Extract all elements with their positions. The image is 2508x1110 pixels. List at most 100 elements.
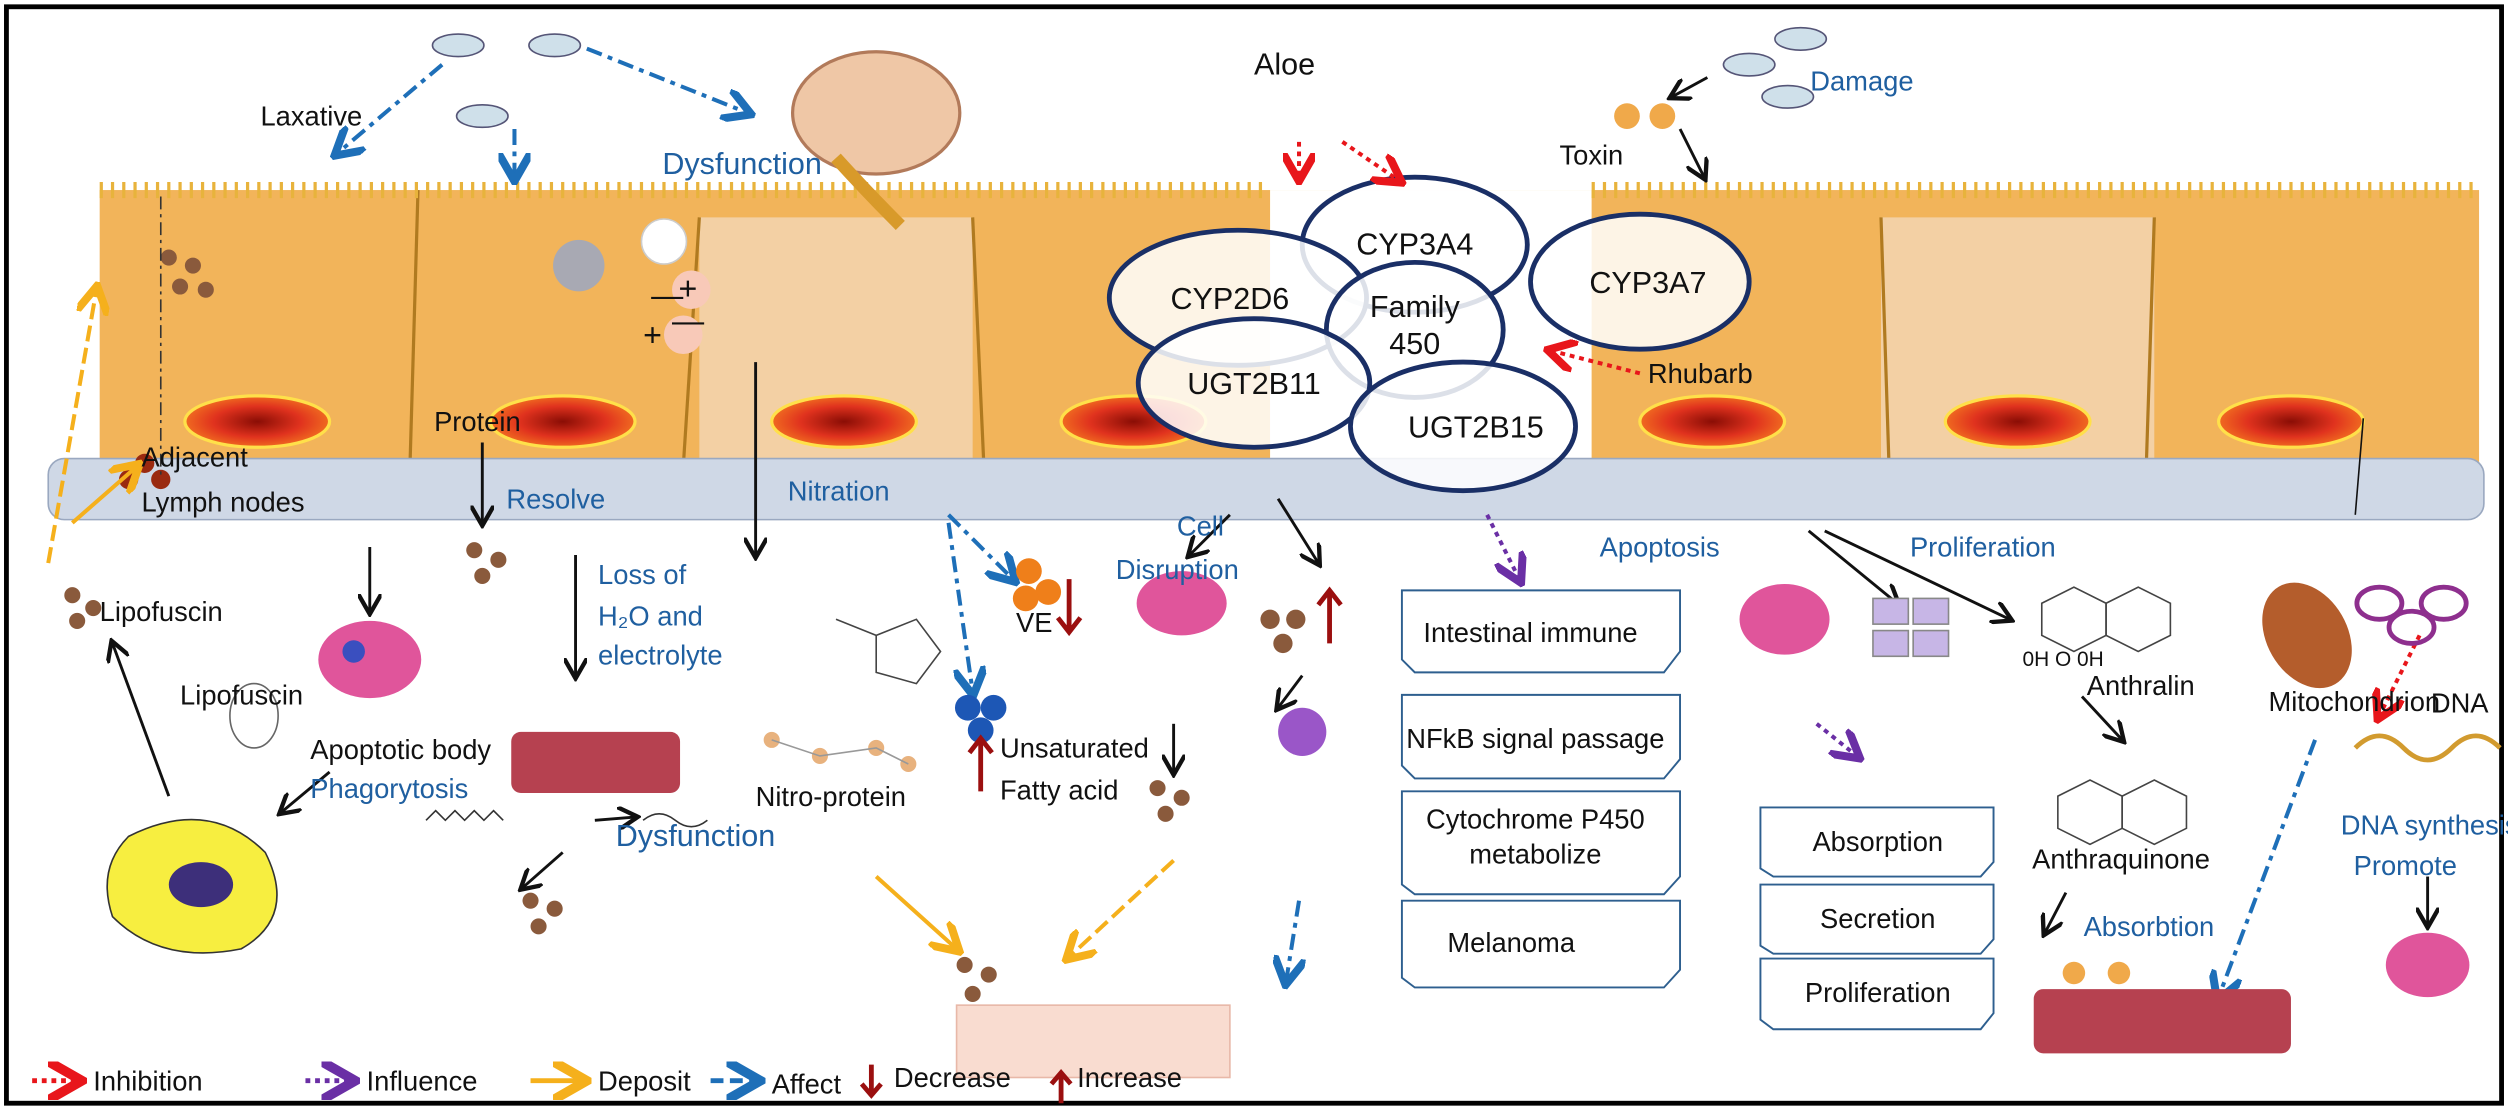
- label-protein: Protein: [434, 406, 521, 437]
- vitamin-e-icon: [1012, 558, 1062, 612]
- effect-box-label: metabolize: [1469, 839, 1601, 870]
- toxin-icon: [2062, 961, 2131, 985]
- legend-inhibition: Inhibition: [93, 1065, 202, 1096]
- label-cell: Cell: [1177, 511, 1224, 542]
- label-rhubarb: Rhubarb: [1648, 358, 1753, 389]
- label-h2o: H₂O and: [598, 601, 703, 632]
- pathway-arrows: [46, 46, 2427, 998]
- enzyme-label: CYP2D6: [1170, 282, 1289, 316]
- effect-box-label: Cytochrome P450: [1426, 803, 1645, 834]
- nucleus: [488, 394, 637, 449]
- diagram-labels: Laxative Dysfunction Aloe Toxin Damage R…: [100, 47, 2508, 942]
- label-apoptosis: Apoptosis: [1600, 532, 1720, 563]
- label-electrolyte: electrolyte: [598, 639, 723, 670]
- enzyme-label: UGT2B15: [1408, 411, 1544, 445]
- apoptotic-cell-icon: [318, 620, 422, 699]
- increase-arrow-icon: [1316, 586, 1343, 644]
- anthralin-structure-icon: [2040, 586, 2172, 653]
- dna-helix-icon: [2353, 733, 2502, 763]
- anthraquinone-structure-icon: [2057, 779, 2188, 846]
- label-loss-of: Loss of: [598, 559, 687, 590]
- label-unsaturated: Unsaturated: [1000, 733, 1149, 764]
- ugt2b15-node: [1348, 359, 1578, 494]
- legend-decrease: Decrease: [894, 1062, 1011, 1093]
- label-mitochondrion: Mitochondrion: [2268, 686, 2440, 717]
- label-damage: Damage: [1810, 65, 1913, 96]
- effect-box-list: Intestinal immune NFkB signal passage Cy…: [1400, 589, 1682, 989]
- label-resolve: Resolve: [506, 483, 605, 514]
- enzyme-label: Family: [1370, 290, 1461, 324]
- label-lipofuscin: Lipofuscin: [100, 596, 223, 627]
- label-anthraquinone: Anthraquinone: [2032, 844, 2210, 875]
- immune-cell-icon: [1278, 707, 1327, 756]
- charge-icon: [663, 315, 703, 355]
- nucleus: [1943, 394, 2092, 449]
- charge-plus: +: [678, 270, 697, 306]
- label-proliferation: Proliferation: [1910, 532, 2056, 563]
- function-box-label: Secretion: [1820, 903, 1935, 934]
- effect-box-label: Intestinal immune: [1423, 617, 1637, 648]
- brain-icon: [790, 50, 962, 230]
- function-box-list: Absorption Secretion Proliferation: [1759, 806, 1995, 1031]
- charge-minus: —: [651, 277, 684, 313]
- figure-frame: [4, 4, 2504, 1106]
- label-ve: VE: [1016, 607, 1052, 638]
- lipofuscin-granule-icons: [64, 249, 1306, 1002]
- enzyme-label: UGT2B11: [1187, 367, 1320, 401]
- label-fatty-acid: Fatty acid: [1000, 774, 1118, 805]
- charge-plus: +: [643, 317, 662, 353]
- macrophage-icon: [106, 818, 278, 954]
- mucosa-tissue-icon: [955, 1004, 1231, 1079]
- legend-increase: Increase: [1077, 1062, 1182, 1093]
- decrease-arrow-icon: [859, 1064, 883, 1099]
- ion-particle-icon: [553, 239, 605, 292]
- label-nitro-protein: Nitro-protein: [756, 781, 906, 812]
- label-promote: Promote: [2354, 850, 2457, 881]
- nucleus: [1638, 394, 1787, 449]
- drug-pill-icons: [431, 26, 1828, 129]
- label-dysfunction: Dysfunction: [662, 147, 822, 181]
- label-dysfunction: Dysfunction: [616, 819, 776, 853]
- label-lymph-nodes: Lymph nodes: [141, 487, 304, 518]
- intestinal-tissue-icon: [2033, 989, 2291, 1054]
- label-apoptotic-body: Apoptotic body: [310, 734, 491, 765]
- nitro-protein-structure-icon: [763, 731, 917, 773]
- legend: Inhibition Influence Deposit Affect Decr…: [32, 1062, 1182, 1104]
- toxin-icon: [1614, 103, 1676, 129]
- effect-box-label: NFkB signal passage: [1406, 723, 1664, 754]
- legend-influence: Influence: [367, 1065, 478, 1096]
- legend-deposit: Deposit: [598, 1065, 691, 1096]
- effect-box-label: Melanoma: [1447, 927, 1575, 958]
- fatty-acid-icon: [954, 694, 1007, 744]
- cyp3a7-node: [1528, 211, 1752, 352]
- imidazole-structure-icon: [835, 618, 942, 685]
- charge-icon: [672, 270, 711, 310]
- label-anthralin: Anthralin: [2087, 670, 2195, 701]
- label-laxative: Laxative: [260, 101, 362, 132]
- enzyme-label: CYP3A7: [1589, 266, 1706, 300]
- enzyme-label: CYP3A4: [1356, 227, 1473, 261]
- nucleus: [770, 394, 918, 449]
- basement-membrane: [47, 457, 2485, 521]
- label-disruption: Disruption: [1116, 554, 1239, 585]
- ion-particle-icon: [640, 218, 688, 265]
- increase-arrow-icon: [1049, 1068, 1073, 1104]
- decrease-arrow-icon: [1055, 579, 1083, 637]
- function-box-label: Proliferation: [1805, 977, 1951, 1008]
- enzyme-cluster: [1106, 174, 1752, 494]
- label-phagorytosis: Phagorytosis: [310, 773, 468, 804]
- dna-plasmid-icon: [2354, 584, 2469, 646]
- enzyme-label: 450: [1389, 327, 1440, 361]
- label-anthralin-groups: 0H O 0H: [2022, 648, 2103, 671]
- mitochondrion-icon: [2262, 582, 2352, 689]
- label-aloe: Aloe: [1254, 47, 1315, 81]
- label-toxin: Toxin: [1559, 139, 1623, 170]
- lipofuscin-body-icon: [229, 682, 279, 749]
- function-box-label: Absorption: [1812, 826, 1943, 857]
- intestinal-tissue-icon: [511, 731, 681, 793]
- ugt2b11-node: [1135, 316, 1373, 450]
- label-lipofuscin: Lipofuscin: [180, 680, 303, 711]
- charge-minus: —: [672, 303, 705, 339]
- increase-arrow-icon: [967, 734, 994, 792]
